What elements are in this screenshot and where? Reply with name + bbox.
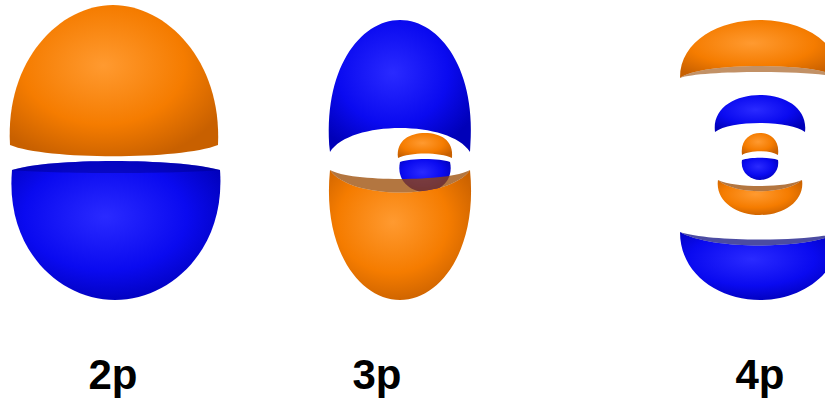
orbital-lobe — [329, 170, 471, 300]
orbital-lobe — [680, 20, 825, 78]
orbital-label: 2p — [88, 354, 137, 396]
orbital-lobe — [742, 133, 779, 155]
lobe-shadow — [718, 180, 802, 191]
orbital-lobe — [329, 20, 471, 152]
orbital-lobe — [680, 232, 825, 300]
lobe-shadow — [680, 66, 825, 78]
lobe-shadow — [12, 161, 220, 173]
orbital-lobe — [10, 5, 219, 156]
lobe-shadow — [330, 170, 470, 193]
orbital-label: 4p — [735, 354, 784, 396]
orbital-lobe — [11, 161, 220, 300]
orbital-lobe — [715, 95, 806, 132]
orbital-label: 3p — [352, 354, 401, 396]
lobe-shadow — [680, 232, 825, 246]
orbital-lobe — [742, 158, 779, 180]
orbital-lobe — [398, 133, 452, 158]
orbital-lobe — [718, 180, 803, 215]
